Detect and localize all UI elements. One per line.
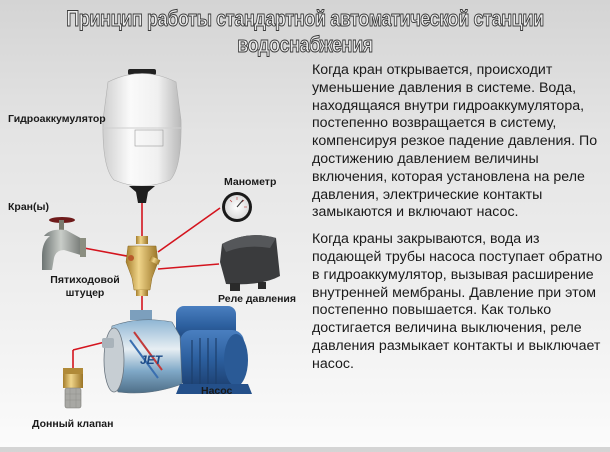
label-fitting-line2: штуцер [65,287,105,299]
faucet-icon [42,217,86,270]
diagram: JET Гидроаккумулятор Кран(ы) Манометр Пя… [0,0,300,447]
pressure-switch-icon [220,235,280,291]
pressure-tank-icon [102,69,182,203]
label-manometer: Манометр [224,176,277,188]
page-title: Принцип работы стандартной автоматическо… [66,6,545,58]
description: Когда кран открывается, происходит умень… [312,62,607,383]
label-faucet: Кран(ы) [8,201,49,213]
diagram-graphics: JET [42,69,280,409]
description-paragraph-1: Когда кран открывается, происходит умень… [312,62,598,221]
label-fitting: Пятиходовой штуцер [42,274,128,300]
svg-text:JET: JET [140,353,164,367]
label-pressure-switch: Реле давления [218,293,296,305]
foot-valve-icon [63,368,83,409]
five-way-fitting-icon [125,236,161,296]
label-foot-valve: Донный клапан [32,418,114,430]
pump-icon: JET [102,306,252,394]
label-pump: Насос [201,385,233,397]
pressure-gauge-icon [222,192,252,222]
description-paragraph-2: Когда краны закрываются, вода из подающе… [312,231,603,372]
label-fitting-line1: Пятиходовой [50,274,120,286]
label-accumulator: Гидроаккумулятор [8,113,106,125]
